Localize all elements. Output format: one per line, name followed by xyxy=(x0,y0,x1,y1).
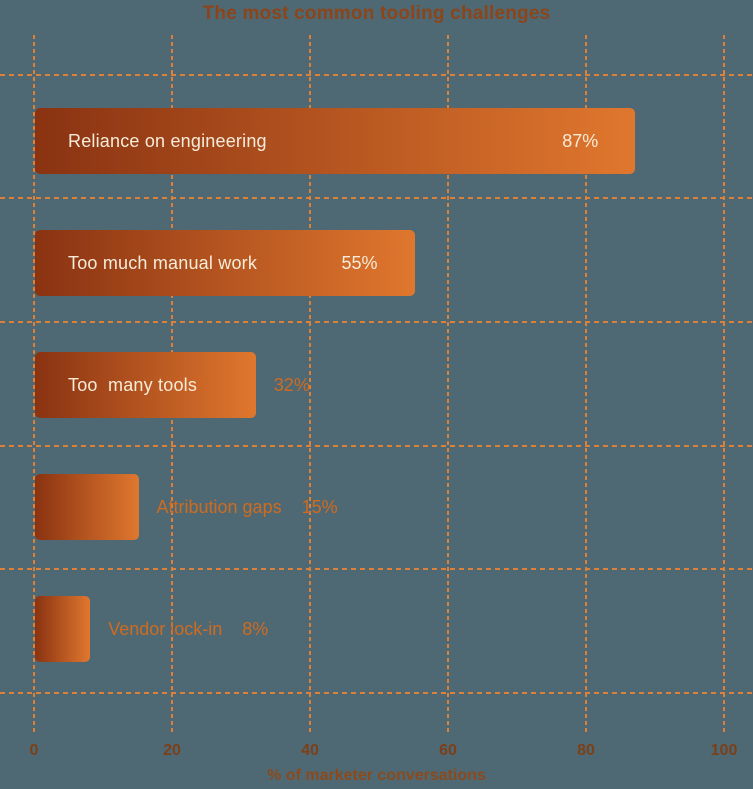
bar: Too many tools xyxy=(35,352,256,418)
x-axis-label: % of marketer conversations xyxy=(267,767,486,784)
horizontal-gridline xyxy=(0,74,753,76)
bar-value-label: 32% xyxy=(273,374,310,395)
bar: Too much manual work 55% xyxy=(35,230,415,296)
chart-title: The most common tooling challenges xyxy=(202,3,551,24)
bar-row: Too many tools 32% xyxy=(35,352,310,418)
horizontal-gridline xyxy=(0,321,753,323)
bar: Reliance on engineering 87% xyxy=(35,108,636,174)
bar-row: Reliance on engineering 87% xyxy=(35,108,636,174)
x-tick-label: 60 xyxy=(439,742,457,759)
bar-value-label: 87% xyxy=(562,131,599,151)
bar-row: Vendor lock-in 8% xyxy=(35,596,268,662)
horizontal-gridline xyxy=(0,692,753,694)
horizontal-gridline xyxy=(0,568,753,570)
vertical-gridline xyxy=(723,35,725,733)
bar-row: Too much manual work 55% xyxy=(35,230,415,296)
x-tick-label: 0 xyxy=(29,742,39,759)
bar-row: Attribution gaps 15% xyxy=(35,474,338,540)
vertical-gridline xyxy=(33,35,35,733)
bar-label: Attribution gaps xyxy=(156,496,282,517)
vertical-gridline xyxy=(585,35,587,733)
x-tick-label: 100 xyxy=(710,742,738,759)
bar xyxy=(35,474,139,540)
bar-value-label: 55% xyxy=(341,253,378,273)
x-tick-label: 80 xyxy=(577,742,595,759)
horizontal-gridline xyxy=(0,197,753,199)
x-tick-label: 40 xyxy=(301,742,319,759)
bar-value-label: 15% xyxy=(301,496,338,517)
horizontal-gridline xyxy=(0,445,753,447)
bar-value-label: 8% xyxy=(242,618,269,639)
vertical-gridline xyxy=(309,35,311,733)
bar-label: Vendor lock-in xyxy=(108,618,223,639)
bar-label: Too much manual work xyxy=(68,253,258,273)
bar-label: Too many tools xyxy=(68,375,198,395)
bar xyxy=(35,596,91,662)
bar-label: Reliance on engineering xyxy=(68,131,267,151)
x-tick-label: 20 xyxy=(163,742,181,759)
vertical-gridline xyxy=(447,35,449,733)
